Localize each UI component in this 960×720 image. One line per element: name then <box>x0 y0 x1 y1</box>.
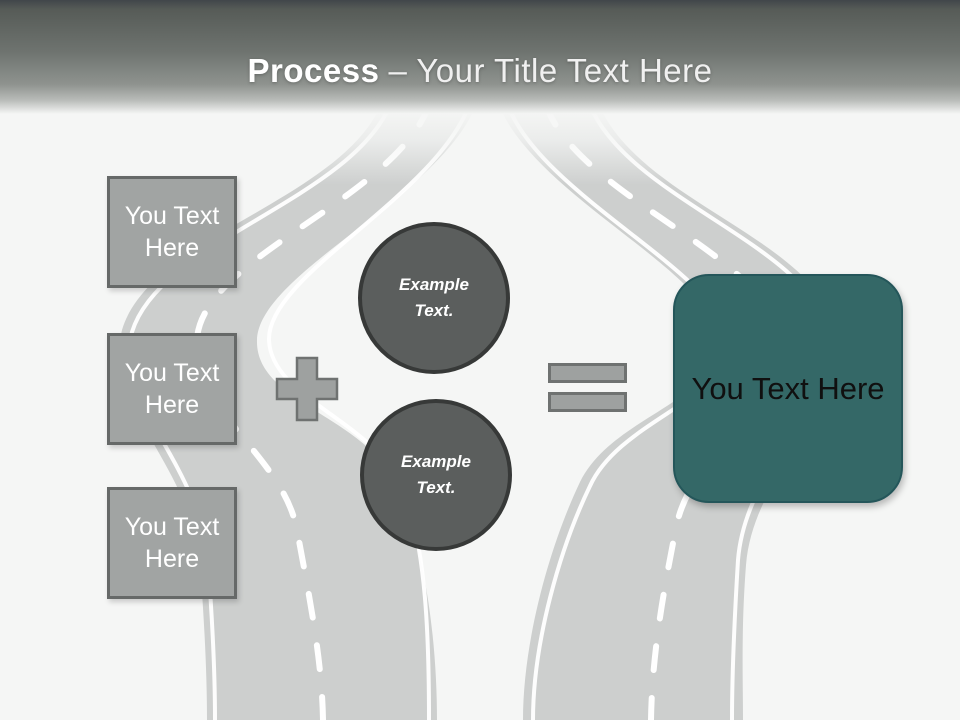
title-keyword: Process <box>247 52 380 89</box>
text-placeholder-box-1[interactable]: You Text Here <box>107 176 237 288</box>
placeholder-label: You Text Here <box>124 513 220 573</box>
circle-label: Example Text. <box>399 275 469 320</box>
example-circle-1[interactable]: Example Text. <box>358 222 510 374</box>
result-box[interactable]: You Text Here <box>673 274 903 503</box>
placeholder-label: You Text Here <box>124 202 220 262</box>
road-fade-overlay <box>0 110 960 185</box>
placeholder-label: You Text Here <box>124 359 220 419</box>
text-placeholder-box-3[interactable]: You Text Here <box>107 487 237 599</box>
title-subtitle: Your Title Text Here <box>416 52 713 89</box>
title-separator: – <box>388 52 408 89</box>
result-label: You Text Here <box>691 370 885 406</box>
slide-title[interactable]: Process–Your Title Text Here <box>0 52 960 90</box>
text-placeholder-box-2[interactable]: You Text Here <box>107 333 237 445</box>
equals-bar-bottom <box>548 392 627 412</box>
header-band: Process–Your Title Text Here <box>0 0 960 114</box>
equals-bar-top <box>548 363 627 383</box>
circle-label: Example Text. <box>401 452 471 497</box>
plus-icon[interactable] <box>273 354 343 431</box>
example-circle-2[interactable]: Example Text. <box>360 399 512 551</box>
